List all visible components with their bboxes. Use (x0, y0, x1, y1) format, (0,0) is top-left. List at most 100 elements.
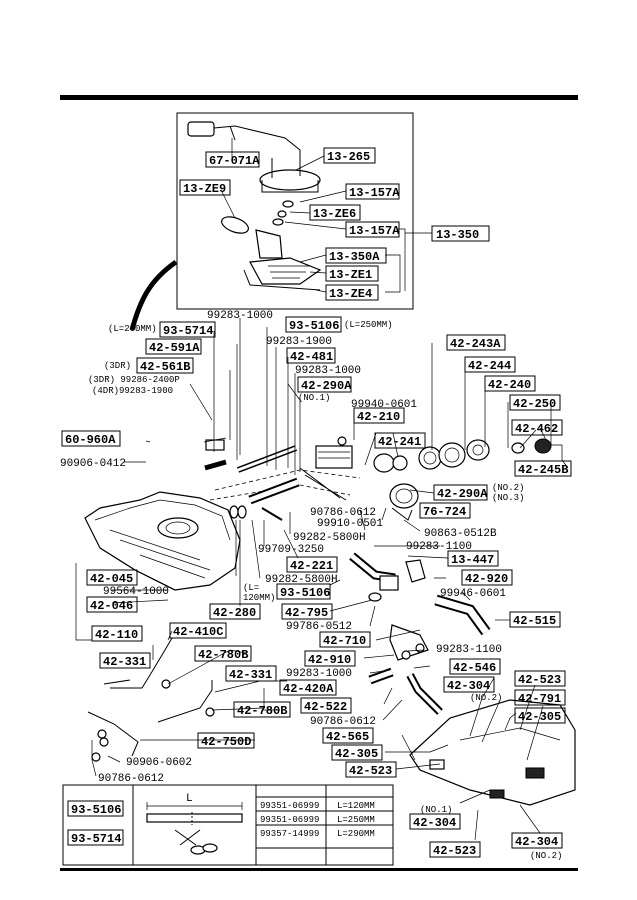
tank-straps-drawing (87, 637, 215, 762)
label-no1-b: (NO.1) (420, 805, 452, 815)
label-42-523-a: 42-523 (514, 670, 566, 687)
label-42-591A: 42-591A (145, 338, 202, 355)
svg-text:42-462: 42-462 (515, 422, 558, 436)
label-42-420A: 42-420A (279, 679, 337, 696)
svg-text:42-241: 42-241 (378, 435, 421, 449)
svg-text:42-515: 42-515 (513, 614, 556, 628)
svg-text:13-157A: 13-157A (349, 186, 400, 200)
label-99709-3250: 99709-3250 (258, 544, 324, 556)
label-42-780B-a: 42-780B (194, 645, 252, 662)
svg-text:42-210: 42-210 (357, 410, 400, 424)
floor-panel-drawing (409, 699, 576, 806)
label-3dr-99286-2400P: (3DR) 99286-2400P (88, 375, 180, 385)
label-42-221: 42-221 (286, 556, 338, 573)
label-42-240: 42-240 (484, 375, 536, 392)
svg-text:42-750D: 42-750D (201, 735, 251, 749)
label-99283-1000-c: 99283-1000 (286, 668, 352, 680)
label-90786-0612-c: 90786-0612 (98, 773, 164, 785)
table-row1-len: L=120MM (337, 801, 375, 811)
svg-text:42-523: 42-523 (433, 844, 476, 858)
svg-text:93-5714: 93-5714 (163, 324, 213, 338)
label-42-780B-b: 42-780B (233, 701, 291, 718)
label-42-290A-b: 42-290A (433, 484, 488, 501)
svg-text:42-780B: 42-780B (237, 704, 287, 718)
label-99283-1100-a: 99283-1100 (406, 541, 472, 553)
label-len120-a: (L= (243, 583, 259, 593)
label-42-561B: 42-561B (136, 357, 194, 374)
label-42-304-b: 42-304 (409, 813, 461, 830)
label-42-046: 42-046 (86, 596, 138, 613)
label-90786-0612-b: 90786-0612 (310, 716, 376, 728)
svg-text:42-304: 42-304 (515, 835, 558, 849)
svg-text:42-243A: 42-243A (450, 337, 501, 351)
label-42-241: 42-241 (374, 432, 426, 449)
label-no2-b: (NO.2) (530, 851, 562, 861)
svg-text:93-5106: 93-5106 (280, 586, 330, 600)
svg-text:93-5106: 93-5106 (289, 319, 339, 333)
label-60-960A: 60-960A (61, 430, 121, 447)
label-no2-a: (NO.2) (470, 693, 502, 703)
svg-text:13-157A: 13-157A (349, 224, 400, 238)
hoses-and-clips (203, 437, 491, 715)
dimension-L: L (186, 793, 193, 805)
label-13-ZE6: 13-ZE6 (309, 204, 361, 221)
label-no1: (NO.1) (298, 393, 330, 403)
svg-text:13-ZE6: 13-ZE6 (313, 207, 356, 221)
label-93-5714: 93-5714 (159, 321, 216, 338)
svg-text:42-290A: 42-290A (301, 379, 352, 393)
svg-text:42-221: 42-221 (290, 559, 333, 573)
table-row3-part: 99357-14999 (260, 829, 319, 839)
label-42-910: 42-910 (304, 650, 356, 667)
label-90906-0412: 90906-0412 (60, 458, 126, 470)
hose-length-table: 93-5106 93-5714 L 99351-06999 L=120MM 99… (62, 784, 394, 866)
main-leaders (75, 318, 569, 841)
svg-text:42-250: 42-250 (513, 397, 556, 411)
svg-text:13-ZE9: 13-ZE9 (183, 182, 226, 196)
svg-text:42-791: 42-791 (518, 692, 561, 706)
label-90786-0612-a: 90786-0612 (310, 507, 376, 519)
label-99283-1100-b: 99283-1100 (436, 644, 502, 656)
top-rule (60, 95, 578, 100)
label-42-523-c: 42-523 (429, 841, 481, 858)
label-42-045: 42-045 (86, 569, 138, 586)
svg-text:42-045: 42-045 (90, 572, 133, 586)
label-99946-0601: 99946-0601 (440, 588, 506, 600)
label-42-304-c: 42-304 (511, 832, 563, 849)
label-13-157A-a: 13-157A (345, 183, 400, 200)
label-13-157A-b: 13-157A (345, 221, 400, 238)
label-99283-1000-b: 99283-1000 (295, 365, 361, 377)
svg-text:42-331: 42-331 (229, 668, 272, 682)
svg-text:42-110: 42-110 (95, 628, 138, 642)
table-row3-len: L=290MM (337, 829, 375, 839)
svg-text:42-305: 42-305 (335, 747, 378, 761)
svg-text:42-565: 42-565 (326, 730, 369, 744)
label-42-795: 42-795 (281, 603, 333, 620)
svg-text:42-523: 42-523 (349, 764, 392, 778)
svg-text:42-591A: 42-591A (149, 341, 200, 355)
label-no2: (NO.2) (492, 483, 524, 493)
svg-text:42-244: 42-244 (468, 359, 511, 373)
table-row2-len: L=250MM (337, 815, 375, 825)
label-13-350: 13-350 (431, 225, 490, 242)
svg-text:93-5106: 93-5106 (71, 803, 121, 817)
svg-text:42-280: 42-280 (213, 606, 256, 620)
svg-text:42-046: 42-046 (90, 599, 133, 613)
svg-text:42-305: 42-305 (518, 710, 561, 724)
label-3dr: (3DR) (104, 361, 131, 371)
label-99910-0501: 99910-0501 (317, 518, 383, 530)
svg-text:42-481: 42-481 (290, 350, 333, 364)
label-42-410C: 42-410C (169, 622, 227, 639)
svg-text:13-265: 13-265 (327, 150, 370, 164)
label-42-305-a: 42-305 (514, 707, 566, 724)
label-42-920: 42-920 (461, 569, 513, 586)
label-42-710: 42-710 (319, 631, 371, 648)
svg-text:42-304: 42-304 (447, 679, 490, 693)
svg-text:13-350: 13-350 (436, 228, 479, 242)
label-42-245B: 42-245B (514, 460, 572, 477)
label-42-546: 42-546 (449, 658, 501, 675)
label-99564-1000: 99564-1000 (103, 586, 169, 598)
svg-text:42-780B: 42-780B (198, 648, 248, 662)
label-93-5106: 93-5106 (285, 316, 342, 333)
svg-text:42-561B: 42-561B (140, 360, 190, 374)
